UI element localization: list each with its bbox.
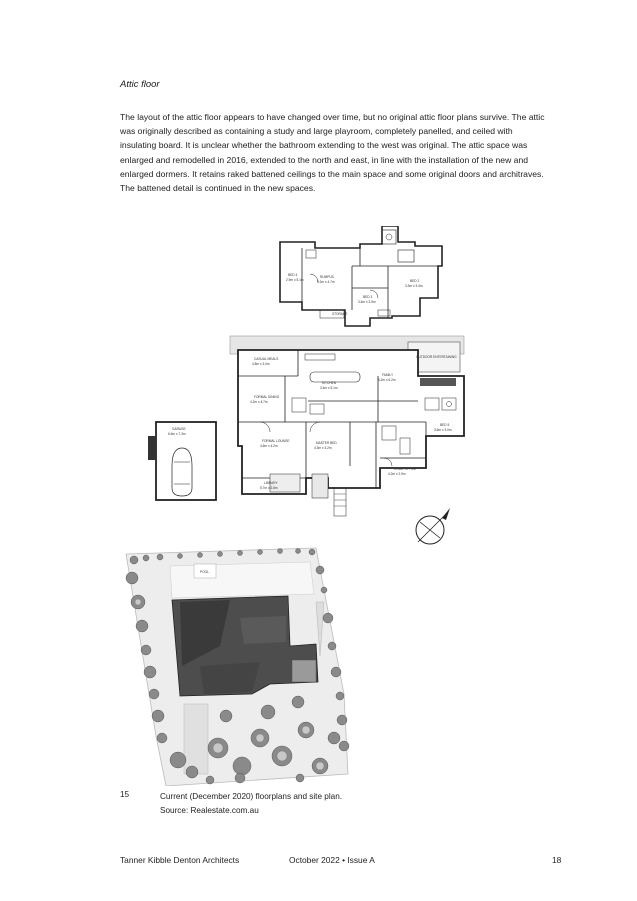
section-paragraph: The layout of the attic floor appears to… (120, 112, 545, 194)
room-size: 5.7m x 2.8m (260, 486, 278, 490)
footer-firm: Tanner Kibble Denton Architects (120, 855, 240, 865)
pool-label: POOL (200, 570, 209, 574)
room-label: GARAGE (172, 427, 186, 431)
figure-number: 15 (120, 790, 130, 799)
room-label: MASTER BED (316, 441, 337, 445)
figure-caption: Current (December 2020) floorplans and s… (160, 790, 342, 818)
room-label: BED 4 (288, 273, 297, 277)
room-label: STORAGE (332, 312, 348, 316)
attic-floor-plan (279, 226, 443, 327)
footer-date-issue: October 2022 • Issue A (289, 855, 375, 865)
room-label: BED 5 (440, 423, 449, 427)
room-size: 2.9m x 5.1m (286, 278, 304, 282)
room-size: 4.2m x 2.9m (388, 472, 406, 476)
room-size: 3.6m x 3.0m (434, 428, 452, 432)
room-size: 4.6m x 4.2m (260, 444, 278, 448)
caption-source: Source: Realestate.com.au (160, 806, 259, 815)
room-label: LIBRARY (264, 481, 278, 485)
room-size: 3.3m x 3.4m (405, 284, 423, 288)
room-label: BED 2 (410, 279, 419, 283)
ground-room-labels: CASUAL MEALS 4.8m x 3.0m KITCHEN 3.4m x … (168, 355, 457, 490)
room-size: 3.4m x 5.1m (320, 386, 338, 390)
room-size: 3.4m x 3.9m (358, 300, 376, 304)
room-size: 4.2m x 4.7m (250, 400, 268, 404)
ground-floor-plan (148, 335, 465, 545)
room-size: 5.2m x 6.2m (378, 378, 396, 382)
room-label: KITCHEN (322, 381, 337, 385)
room-size: 5.2m x 4.7m (317, 280, 335, 284)
room-label: HOME OFFICE (394, 467, 416, 471)
caption-title: Current (December 2020) floorplans and s… (160, 792, 343, 801)
room-label: RUMPUS (320, 275, 334, 279)
room-label: FORMAL LOUNGE (262, 439, 290, 443)
room-label: FAMILY (382, 373, 394, 377)
room-label: BED 3 (363, 295, 372, 299)
room-size: 4.8m x 3.0m (252, 362, 270, 366)
page-number: 18 (552, 855, 562, 865)
room-label: CASUAL MEALS (254, 357, 278, 361)
room-label: OUTDOOR ENTERTAINING (416, 355, 457, 359)
room-size: 6.6m x 7.3m (168, 432, 186, 436)
room-label: FORMAL DINING (254, 395, 280, 399)
section-heading: Attic floor (120, 79, 160, 90)
site-plan: POOL (125, 547, 350, 786)
attic-room-labels: BED 4 2.9m x 5.1m RUMPUS 5.2m x 4.7m BED… (286, 273, 423, 316)
room-size: 4.3m x 3.2m (314, 446, 332, 450)
floorplans-figure: BED 4 2.9m x 5.1m RUMPUS 5.2m x 4.7m BED… (120, 226, 480, 786)
